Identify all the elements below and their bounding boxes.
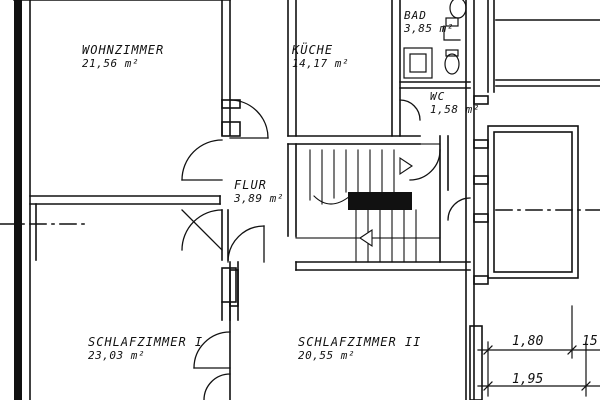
room-area: 23,03 m²: [88, 349, 145, 362]
dimension-label-overall: 1,95: [512, 372, 544, 387]
room-label-schlafzimmer-1: SCHLAFZIMMER I 23,03 m²: [88, 335, 204, 363]
room-area: 3,89 m²: [234, 192, 284, 205]
room-name: BAD: [404, 9, 427, 22]
room-label-flur: FLUR 3,89 m²: [234, 178, 284, 206]
room-area: 3,85 m²: [404, 22, 454, 35]
room-label-wohnzimmer: WOHNZIMMER 21,56 m²: [82, 43, 165, 71]
dimension-lines: [477, 305, 600, 397]
room-label-bad: BAD 3,85 m²: [404, 9, 454, 35]
room-name: SCHLAFZIMMER I: [88, 335, 204, 349]
section-lines: [0, 209, 600, 225]
room-area: 14,17 m²: [292, 57, 349, 70]
room-area: 20,55 m²: [298, 349, 355, 362]
balcony: [487, 125, 579, 279]
room-name: WC: [430, 90, 446, 103]
room-name: SCHLAFZIMMER II: [298, 335, 422, 349]
dimension-label-balcony: 1,80: [512, 334, 544, 349]
room-label-wc: WC 1,58 m²: [430, 90, 480, 116]
room-area: 21,56 m²: [82, 57, 139, 70]
room-area: 1,58 m²: [430, 103, 480, 116]
room-name: KÜCHE: [292, 43, 334, 57]
room-name: FLUR: [234, 178, 267, 192]
room-label-schlafzimmer-2: SCHLAFZIMMER II 20,55 m²: [298, 335, 422, 363]
staircase: [295, 143, 441, 263]
room-label-kueche: KÜCHE 14,17 m²: [292, 43, 349, 71]
room-name: WOHNZIMMER: [82, 43, 165, 57]
doors: [181, 99, 471, 400]
sanitary-fixtures: [403, 0, 467, 79]
dimension-label-wall: 15: [582, 334, 598, 349]
outer-walls: [13, 0, 231, 400]
